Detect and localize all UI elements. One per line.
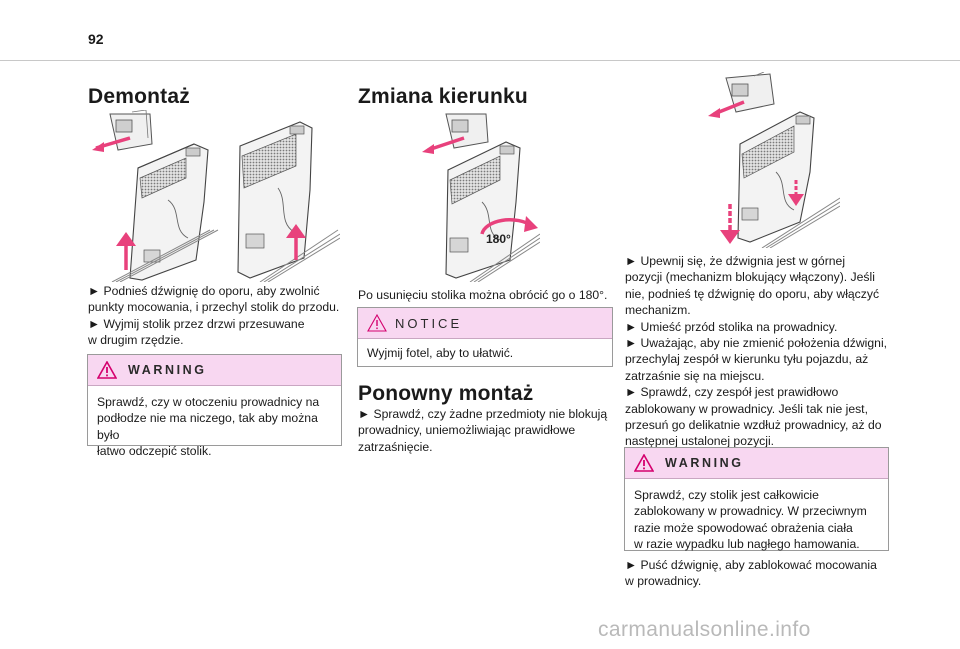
warning-header: WARNING (88, 355, 341, 386)
section-heading-change-direction: Zmiana kierunku (358, 85, 528, 108)
illustration-rotate: 180° (420, 110, 540, 282)
warning-icon (634, 454, 654, 472)
notice-box: NOTICE Wyjmij fotel, aby to ułatwić. (357, 307, 613, 367)
illustration-refit (700, 72, 840, 248)
warning-icon (97, 361, 117, 379)
warning-header: WARNING (625, 448, 888, 479)
page-number: 92 (88, 31, 104, 47)
illustration-removal (90, 110, 340, 282)
warning-body: Sprawdź, czy stolik jest całkowicie zabl… (634, 488, 867, 552)
change-direction-text: Po usunięciu stolika można obrócić go o … (358, 288, 608, 302)
section-heading-removal: Demontaż (88, 85, 190, 108)
warning-box-refit: WARNING Sprawdź, czy stolik jest całkowi… (624, 447, 889, 551)
section-heading-refitting: Ponowny montaż (358, 382, 534, 405)
notice-body: Wyjmij fotel, aby to ułatwić. (367, 346, 514, 360)
warning-title: WARNING (665, 456, 744, 470)
refit-instructions: ► Upewnij się, że dźwignia jest w górnej… (625, 254, 888, 449)
rotation-badge: 180° (486, 232, 511, 246)
warning-body: Sprawdź, czy w otoczeniu prowadnicy na p… (97, 395, 320, 459)
notice-header: NOTICE (358, 308, 612, 339)
warning-box-removal: WARNING Sprawdź, czy w otoczeniu prowadn… (87, 354, 342, 458)
watermark: carmanualsonline.info (598, 618, 811, 641)
notice-title: NOTICE (395, 316, 463, 331)
removal-instructions: ► Podnieś dźwignię do oporu, aby zwolnić… (88, 284, 340, 348)
warning-title: WARNING (128, 363, 207, 377)
header-divider (0, 60, 960, 61)
notice-icon (367, 314, 387, 332)
refitting-text: ► Sprawdź, czy żadne przedmioty nie blok… (358, 407, 608, 454)
release-lever-text: ► Puść dźwignię, aby zablokować mocowani… (625, 558, 877, 589)
